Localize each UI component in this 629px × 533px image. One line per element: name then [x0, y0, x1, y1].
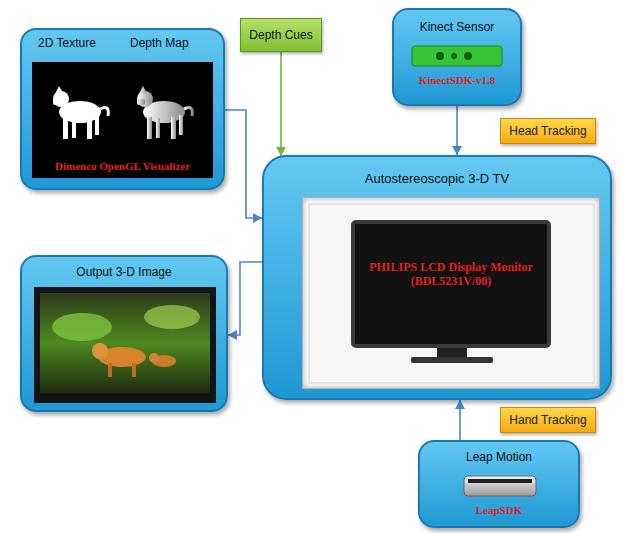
sensor-box: Kinect SensorKinectSDK-v1.8	[392, 8, 522, 106]
node-heading: PHILIPS LCD Display Monitor (BDL5231V/00…	[365, 260, 537, 289]
node-heading: 2D Texture	[38, 36, 118, 50]
hand-sensor-box: Leap MotionLeapSDK	[418, 440, 580, 528]
cue-box: Depth Cues	[240, 18, 322, 52]
display-box: Autostereoscopic 3-D TV PHILIPS LCD Displ…	[262, 155, 612, 400]
connector-arrow	[225, 110, 262, 218]
monitor-frame: PHILIPS LCD Display Monitor (BDL5231V/00…	[302, 197, 600, 389]
edge-label: Head Tracking	[500, 118, 596, 144]
node-subtitle: LeapSDK	[420, 504, 578, 517]
node-heading: Output 3-D Image	[22, 265, 226, 279]
output-illustration	[22, 257, 230, 414]
connector-arrow	[459, 400, 461, 440]
node-heading: Depth Cues	[241, 28, 321, 42]
node-subtitle: KinectSDK-v1.8	[394, 74, 520, 87]
node-heading: Kinect Sensor	[394, 20, 520, 34]
edge-label: Hand Tracking	[500, 407, 596, 433]
monitor-illustration	[303, 198, 601, 390]
node-heading: Autostereoscopic 3-D TV	[264, 171, 610, 187]
connector-arrow	[228, 262, 262, 335]
output-box: Output 3-D Image	[20, 255, 228, 412]
connector-arrow	[456, 106, 458, 155]
node-subtitle: Dimenco OpenGL Visualizer	[32, 160, 213, 173]
input-box: 2D Texture Depth MapDimenco OpenGL Visual…	[20, 28, 225, 190]
node-heading: Leap Motion	[420, 450, 578, 464]
connector-arrow	[280, 52, 282, 156]
node-subtitle: Depth Map	[130, 36, 210, 50]
